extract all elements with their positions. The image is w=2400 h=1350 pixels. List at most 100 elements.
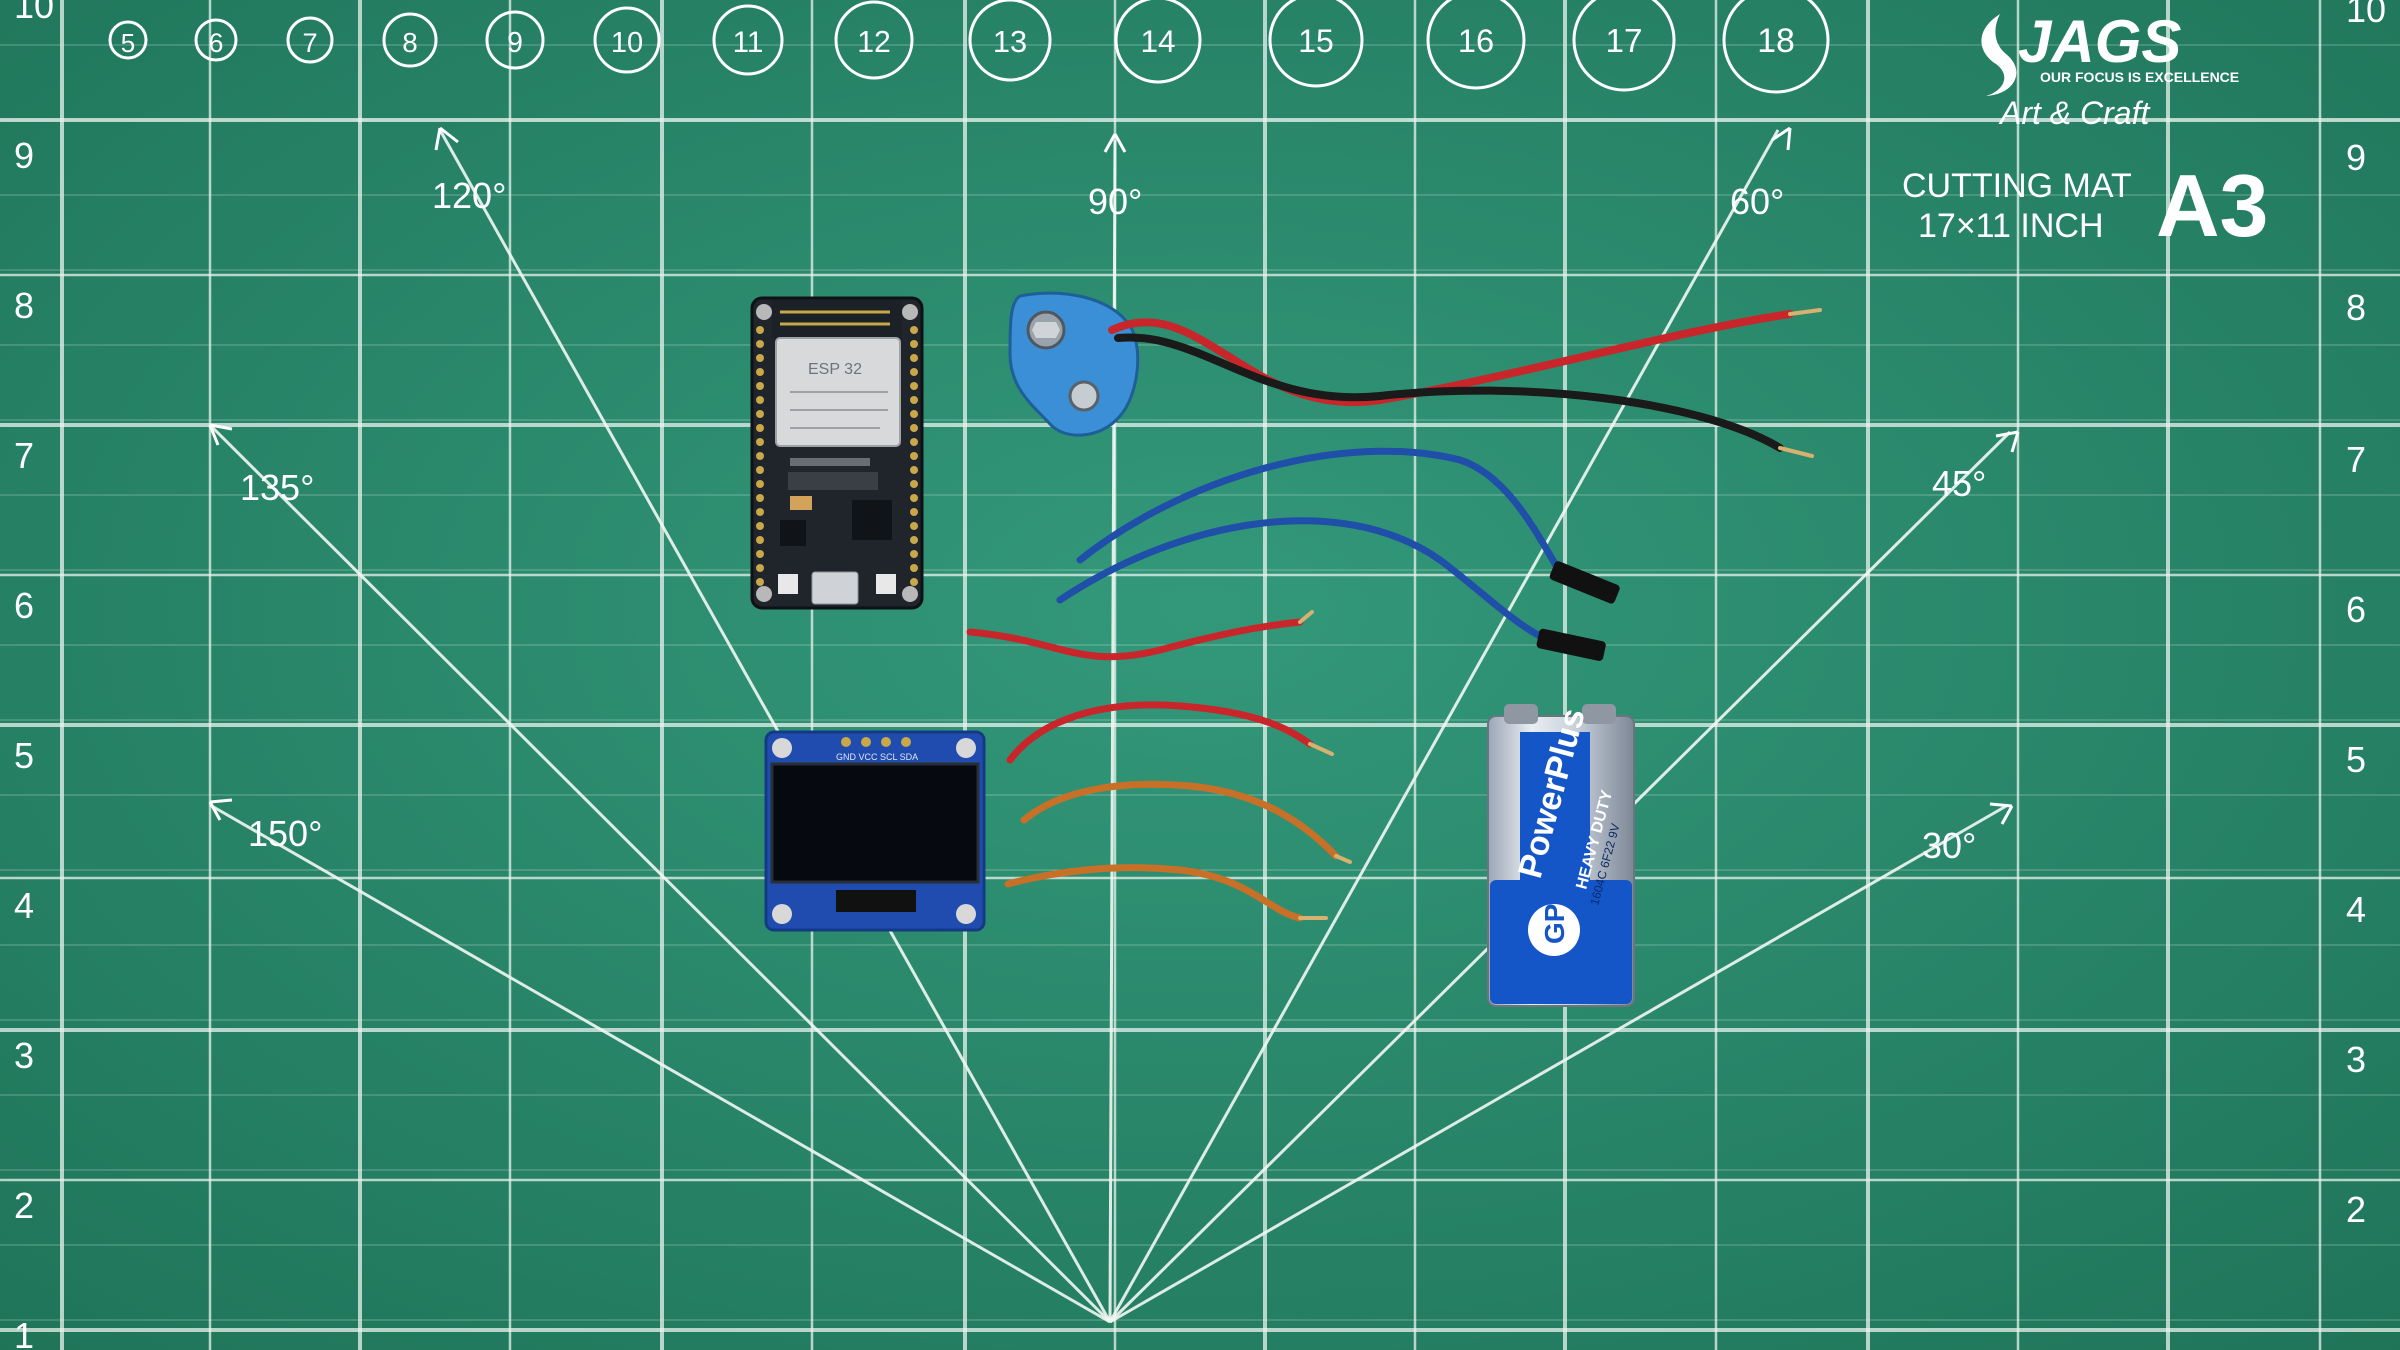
angle-labels: 120° 90° 60° 135° 45° 150° 30°: [240, 175, 1986, 866]
brand-script: Art & Craft: [1998, 95, 2150, 131]
header-pin: [910, 382, 918, 390]
oled-display-module: GND VCC SCL SDA: [764, 730, 986, 932]
left-scale-number: 1: [14, 1315, 34, 1350]
header-pin: [910, 438, 918, 446]
circled-number: 7: [286, 16, 334, 64]
header-pin: [756, 438, 764, 446]
header-pin: [756, 550, 764, 558]
angle-label-120: 120°: [432, 175, 506, 216]
angle-label-150: 150°: [248, 813, 322, 854]
left-scale-number: 10: [14, 0, 54, 26]
red-wire-1: [966, 618, 1304, 661]
header-pin: [756, 522, 764, 530]
circled-number: 16: [1426, 0, 1526, 90]
oled-screen: [770, 762, 980, 884]
oled-pin-labels: GND VCC SCL SDA: [836, 752, 918, 762]
header-pin: [756, 354, 764, 362]
circled-number-label: 6: [209, 28, 224, 58]
right-scale-number: 5: [2346, 739, 2366, 780]
jags-logo-icon: [1981, 14, 2017, 96]
circled-number: 18: [1722, 0, 1830, 94]
header-pin: [756, 578, 764, 586]
circled-number-label: 16: [1458, 22, 1494, 59]
format-label: A3: [2156, 156, 2269, 255]
circled-number-label: 18: [1757, 22, 1795, 60]
header-pin: [756, 410, 764, 418]
angle-arrows: [208, 126, 2020, 825]
orange-wire-1: [1020, 780, 1340, 860]
brand-block: JAGS OUR FOCUS IS EXCELLENCE Art & Craft…: [1902, 8, 2269, 255]
header-pin: [910, 564, 918, 572]
right-scale-number: 4: [2346, 889, 2366, 930]
circled-number-label: 11: [733, 26, 764, 59]
left-scale-number: 2: [14, 1185, 34, 1226]
size-label: 17×11 INCH: [1918, 207, 2104, 245]
battery-brand: GP: [1539, 904, 1570, 944]
right-scale-number: 8: [2346, 287, 2366, 328]
header-pin: [756, 466, 764, 474]
header-pin: [756, 382, 764, 390]
right-scale-number: 9: [2346, 137, 2366, 178]
orange-wire-2: [1004, 864, 1304, 922]
header-pin: [910, 326, 918, 334]
angle-label-60: 60°: [1730, 181, 1784, 222]
header-pin: [910, 340, 918, 348]
right-scale-number: 3: [2346, 1039, 2366, 1080]
angle-label-135: 135°: [240, 467, 314, 508]
left-scale-number: 5: [14, 735, 34, 776]
circled-number: 10: [593, 6, 661, 74]
circled-number: 8: [382, 12, 438, 68]
left-scale-number: 3: [14, 1035, 34, 1076]
wires: [966, 308, 1822, 922]
left-scale-number: 4: [14, 885, 34, 926]
header-pin: [910, 536, 918, 544]
circled-number-label: 5: [121, 28, 135, 58]
circled-number: 9: [485, 10, 545, 70]
right-scale-number: 10: [2346, 0, 2386, 30]
header-pin: [756, 340, 764, 348]
circled-number-label: 7: [302, 27, 317, 58]
brand-name: JAGS: [2018, 8, 2181, 75]
circled-number: 12: [834, 0, 914, 80]
battery-clip: [1008, 291, 1140, 437]
circled-number-label: 13: [993, 24, 1027, 59]
header-pin: [910, 480, 918, 488]
header-pin: [910, 396, 918, 404]
circled-number: 5: [108, 20, 148, 60]
right-scale-number: 7: [2346, 439, 2366, 480]
header-pin: [910, 368, 918, 376]
header-pin: [910, 354, 918, 362]
esp32-module-label: ESP 32: [808, 361, 862, 378]
blue-jumper-2: [1056, 517, 1544, 640]
circled-number: 11: [712, 4, 784, 76]
header-pin: [910, 578, 918, 586]
header-pin: [756, 536, 764, 544]
header-pin: [910, 522, 918, 530]
header-pin: [910, 550, 918, 558]
angle-label-45: 45°: [1932, 463, 1986, 504]
header-pin: [910, 410, 918, 418]
header-pin: [756, 326, 764, 334]
product-label: CUTTING MAT: [1902, 167, 2132, 205]
header-pin: [756, 368, 764, 376]
clip-black-wire: [1114, 333, 1784, 452]
header-pin: [756, 480, 764, 488]
brand-tagline: OUR FOCUS IS EXCELLENCE: [2040, 69, 2239, 85]
header-pin: [756, 494, 764, 502]
esp32-board: ESP 32: [750, 296, 924, 610]
circled-number-label: 9: [507, 27, 523, 59]
blue-jumper-1: [1076, 447, 1564, 576]
left-scale-number: 6: [14, 585, 34, 626]
left-scale-number: 8: [14, 285, 34, 326]
left-scale-number: 7: [14, 435, 34, 476]
header-pin: [910, 466, 918, 474]
circled-number-label: 15: [1298, 23, 1334, 59]
header-pin: [756, 452, 764, 460]
circled-number: 13: [968, 0, 1052, 82]
header-pin: [756, 564, 764, 572]
